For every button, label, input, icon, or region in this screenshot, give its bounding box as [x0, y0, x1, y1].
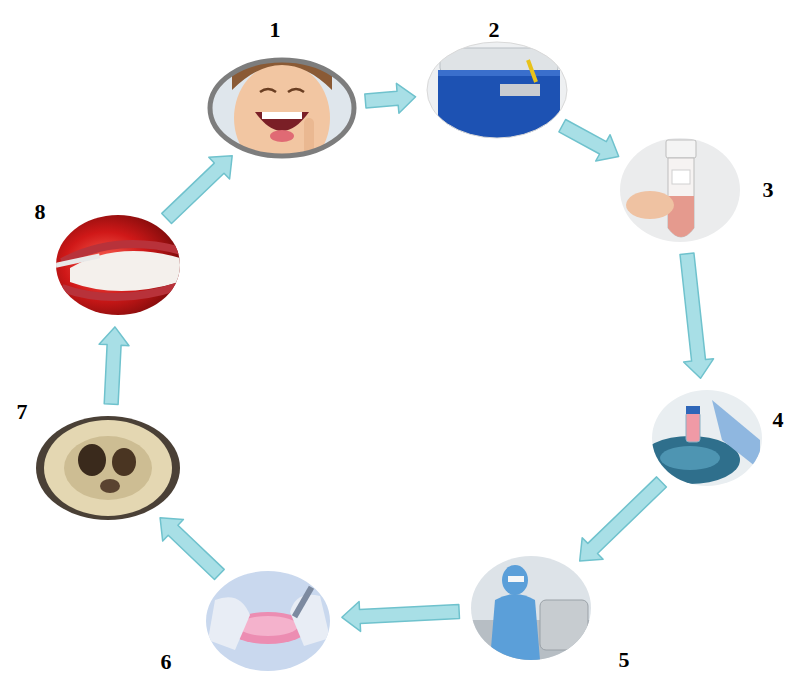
photo-circle: 5: [471, 556, 591, 660]
tube-photo: [615, 135, 745, 245]
photo-circle: 8: [56, 215, 180, 315]
photo-circle: 2: [427, 42, 567, 138]
step-number: 6: [161, 651, 172, 673]
step-number: 1: [270, 19, 281, 41]
step-number: 8: [35, 201, 46, 223]
culture-photo: [200, 565, 340, 675]
step-number: 4: [773, 409, 784, 431]
laser-photo: [50, 210, 190, 320]
block-arrow: [680, 253, 714, 378]
photo-frame: [427, 42, 567, 138]
photo-circle: 4: [652, 390, 762, 486]
tooth-photo: [30, 410, 190, 525]
step-number: 5: [619, 649, 630, 671]
photo-circle: 7: [36, 416, 180, 520]
block-arrow: [365, 83, 416, 113]
step-number: 3: [763, 179, 774, 201]
photo-circle: 6: [206, 571, 330, 671]
block-arrow: [99, 327, 129, 405]
child-photo: [200, 55, 370, 173]
cooler-photo: [420, 40, 580, 142]
photo-circle: 3: [620, 138, 740, 242]
block-arrow: [162, 156, 232, 224]
lab-photo: [470, 555, 595, 665]
block-arrow: [559, 120, 619, 162]
block-arrow: [160, 518, 224, 580]
step-number: 2: [489, 19, 500, 41]
photo-circle: 1: [210, 60, 354, 156]
photo-frame: [210, 60, 354, 156]
block-arrow: [342, 602, 460, 632]
block-arrow: [580, 477, 667, 561]
cryo-photo: [640, 388, 765, 488]
step-number: 7: [17, 401, 28, 423]
